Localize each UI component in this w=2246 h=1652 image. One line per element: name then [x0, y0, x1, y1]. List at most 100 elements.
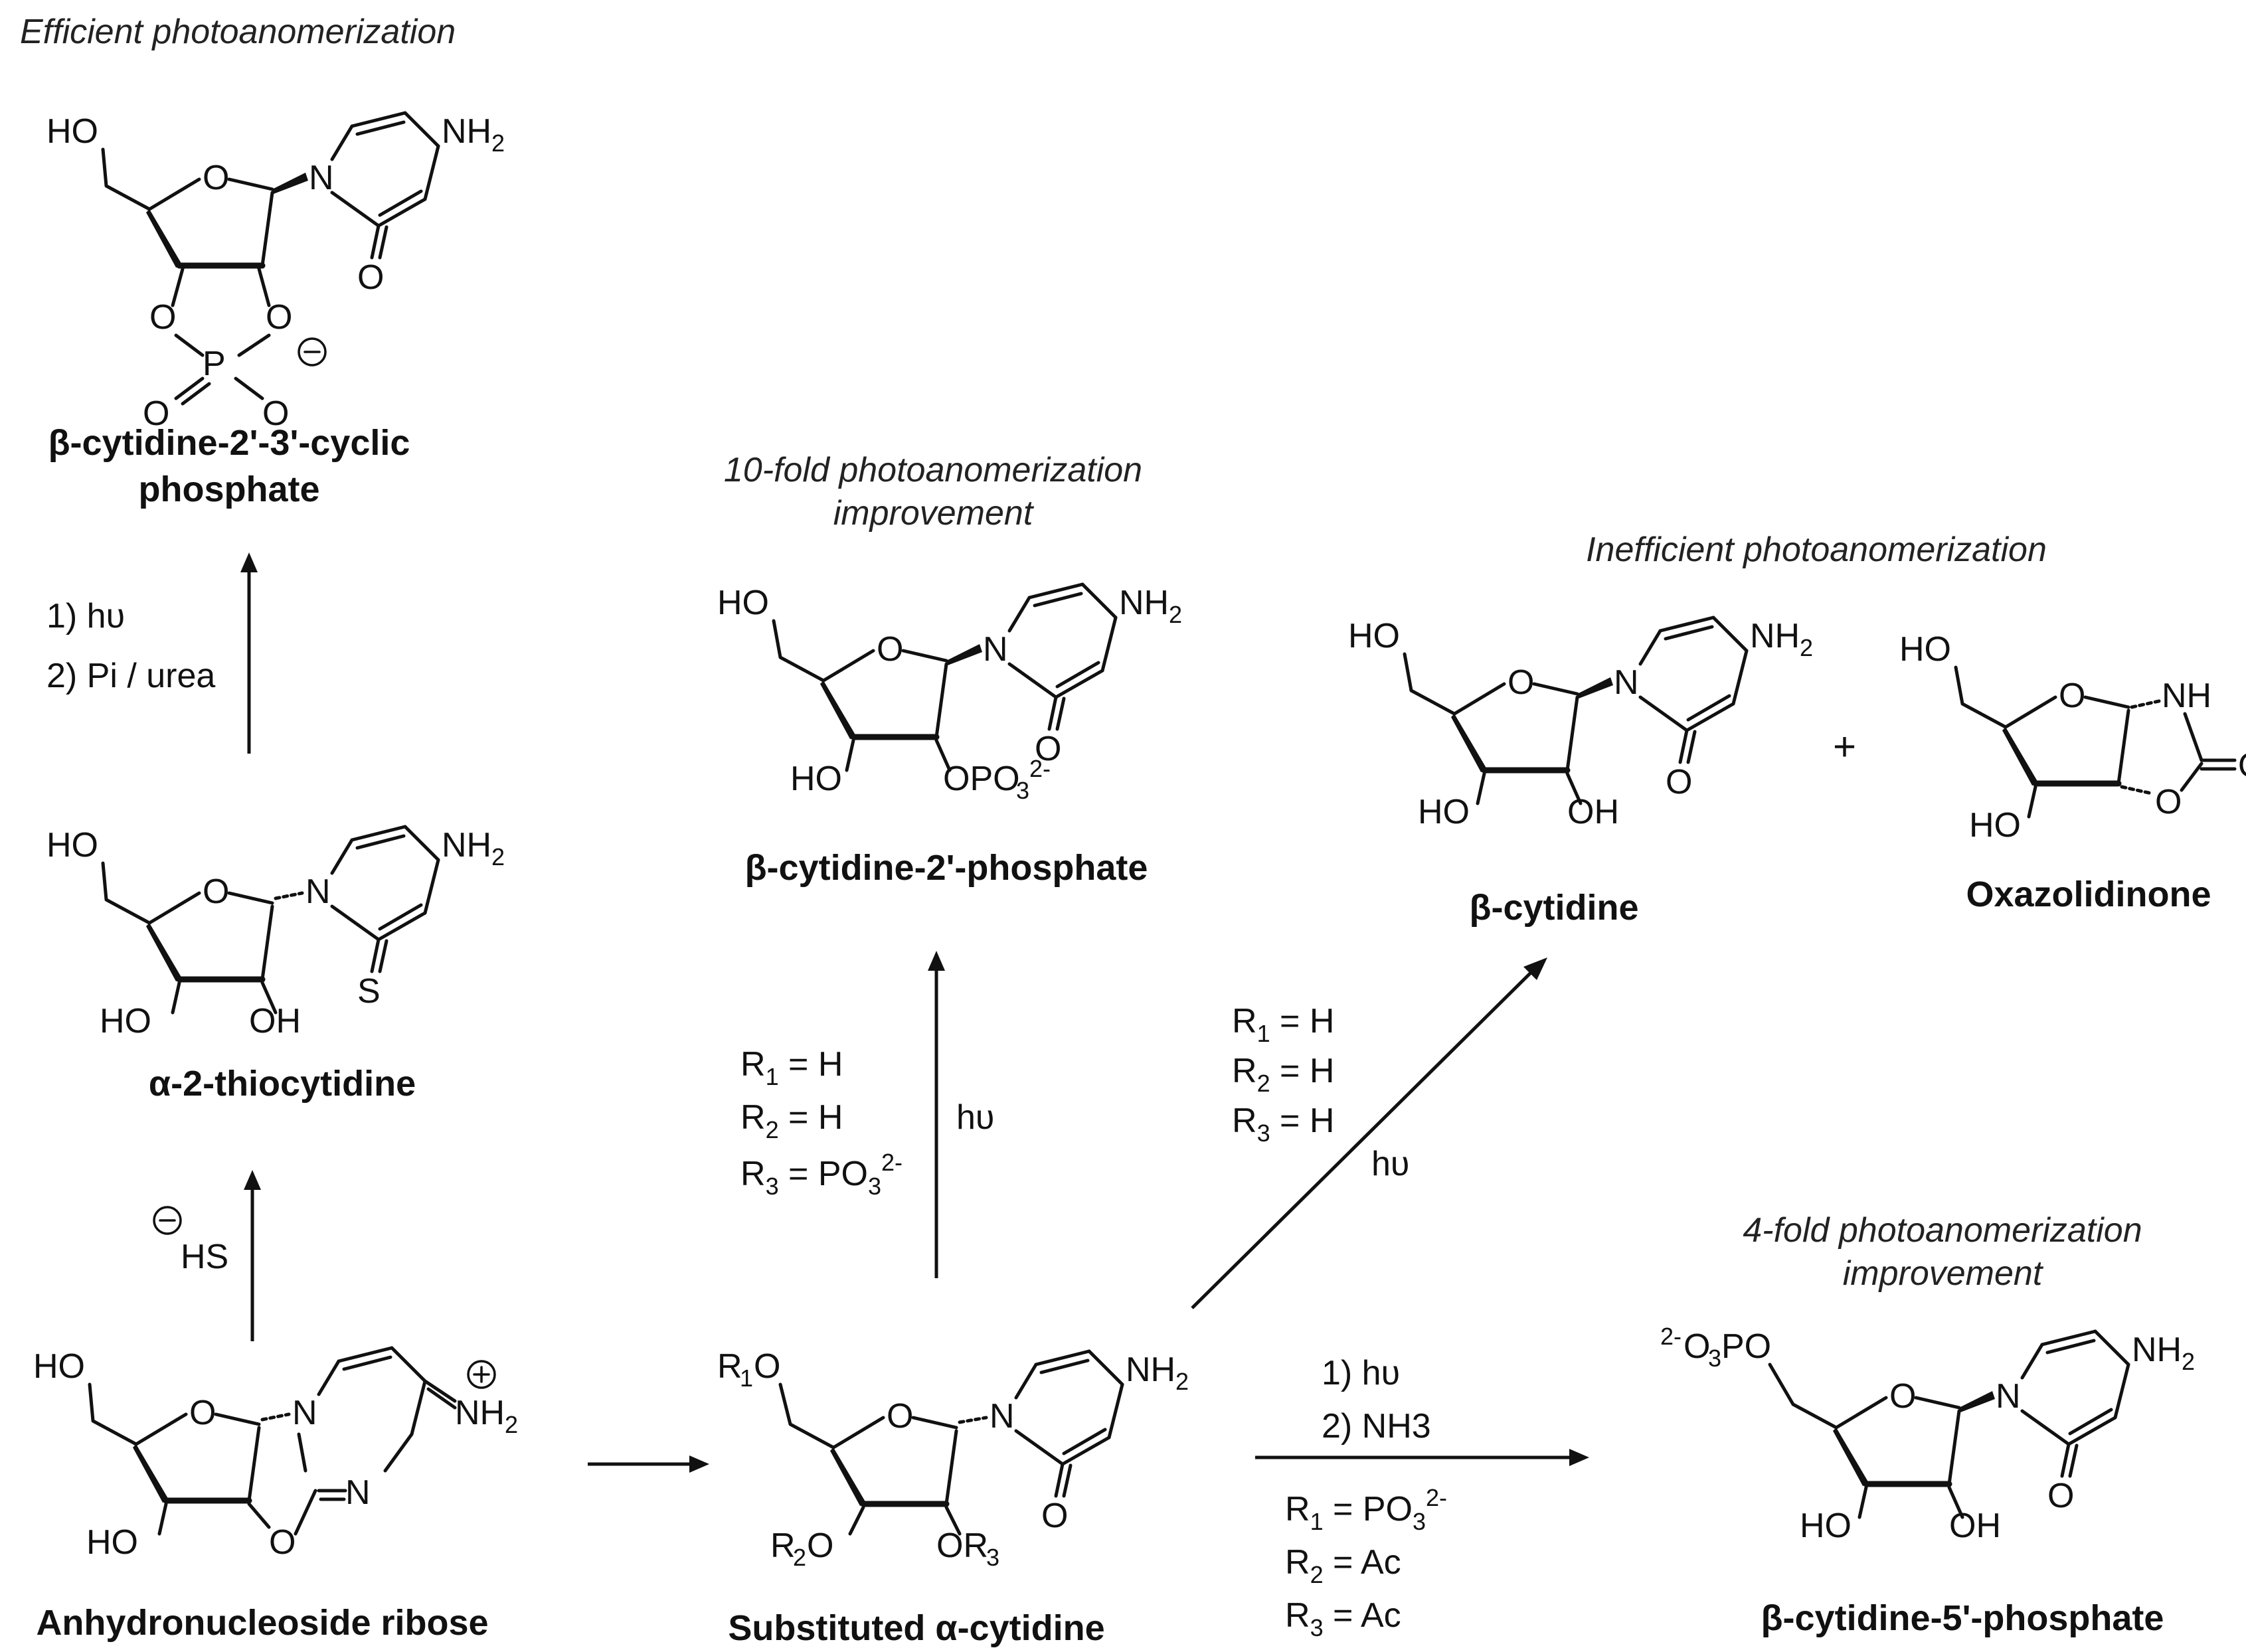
- svg-text:OH: OH: [1949, 1507, 2001, 1545]
- svg-text:HO: HO: [717, 584, 769, 622]
- svg-text:2: 2: [1175, 1368, 1189, 1395]
- svg-text:NH: NH: [1750, 617, 1800, 655]
- label-cyclic-phosphate-line2: phosphate: [138, 469, 319, 509]
- svg-text:HO: HO: [1969, 806, 2021, 845]
- svg-text:S: S: [357, 972, 381, 1011]
- plus-sign: +: [1833, 724, 1856, 769]
- label-cytidine: β-cytidine: [1470, 888, 1639, 928]
- svg-text:N: N: [983, 630, 1008, 669]
- svg-text:HO: HO: [46, 112, 98, 151]
- svg-text:HO: HO: [790, 760, 842, 798]
- cond-two-phosphate-r-groups: R1 = H R2 = H R3 = PO32-: [740, 1045, 903, 1200]
- svg-text:N: N: [305, 872, 331, 911]
- arrowhead: [244, 1170, 261, 1190]
- svg-text:2: 2: [1169, 601, 1182, 628]
- svg-text:O: O: [2047, 1477, 2074, 1515]
- svg-text:2: 2: [2182, 1348, 2195, 1375]
- svg-text:R3 = Ac: R3 = Ac: [1285, 1596, 1401, 1641]
- svg-text:N: N: [292, 1394, 317, 1432]
- svg-text:N: N: [345, 1473, 371, 1512]
- svg-text:NH: NH: [2162, 677, 2211, 715]
- svg-text:O: O: [203, 159, 229, 197]
- svg-text:O: O: [1035, 730, 1061, 768]
- svg-text:O: O: [1889, 1377, 1916, 1416]
- svg-text:NH: NH: [455, 1394, 505, 1432]
- header-tenfold-line1: 10-fold photoanomerization: [724, 451, 1142, 489]
- label-oxazolidinone: Oxazolidinone: [1966, 874, 2211, 914]
- svg-text:2: 2: [491, 843, 505, 870]
- svg-text:O: O: [203, 872, 229, 911]
- svg-text:R1 = H: R1 = H: [740, 1045, 843, 1090]
- svg-text:N: N: [1614, 663, 1639, 702]
- svg-text:OPO: OPO: [943, 760, 1020, 798]
- svg-text:O: O: [2155, 783, 2182, 821]
- svg-text:HS: HS: [181, 1238, 228, 1276]
- svg-text:O: O: [262, 394, 289, 433]
- svg-text:O: O: [877, 630, 903, 669]
- svg-text:O: O: [269, 1523, 296, 1562]
- cond-hv-1: 1) hυ: [46, 597, 125, 635]
- header-fourfold-line1: 4-fold photoanomerization: [1743, 1211, 2142, 1250]
- svg-text:HO: HO: [1348, 617, 1400, 655]
- svg-text:O: O: [266, 298, 292, 337]
- label-thiocytidine: α-2-thiocytidine: [149, 1064, 416, 1104]
- svg-text:2: 2: [793, 1544, 806, 1571]
- svg-text:2-: 2-: [1660, 1323, 1682, 1350]
- cond-two-phosphate-hv: hυ: [956, 1098, 994, 1137]
- arrowhead: [928, 951, 945, 971]
- svg-text:O: O: [1508, 663, 1534, 702]
- svg-text:OR: OR: [936, 1527, 988, 1565]
- svg-text:R1 = H: R1 = H: [1232, 1002, 1334, 1047]
- cond-five-r-groups: R1 = PO32- R2 = Ac R3 = Ac: [1285, 1484, 1447, 1641]
- cond-cytidine-hv: hυ: [1371, 1145, 1409, 1183]
- svg-text:HO: HO: [1800, 1507, 1852, 1545]
- svg-text:3: 3: [1708, 1345, 1721, 1372]
- svg-text:NH: NH: [442, 112, 491, 151]
- svg-text:O: O: [2059, 677, 2085, 715]
- header-tenfold-line2: improvement: [833, 494, 1035, 533]
- svg-text:R2 = Ac: R2 = Ac: [1285, 1543, 1401, 1588]
- svg-text:N: N: [990, 1397, 1015, 1436]
- svg-text:R: R: [717, 1347, 742, 1386]
- svg-text:R: R: [770, 1527, 796, 1565]
- svg-text:N: N: [309, 159, 334, 197]
- svg-text:O: O: [1666, 763, 1692, 801]
- svg-text:3: 3: [1016, 777, 1029, 804]
- svg-text:HO: HO: [1418, 793, 1470, 831]
- svg-text:R2 = H: R2 = H: [740, 1098, 843, 1143]
- svg-text:OH: OH: [249, 1002, 301, 1040]
- svg-text:O: O: [807, 1527, 833, 1565]
- cond-cytidine-r-groups: R1 = H R2 = H R3 = H: [1232, 1002, 1334, 1147]
- arrowhead: [689, 1455, 709, 1473]
- svg-text:N: N: [1996, 1377, 2021, 1416]
- svg-text:O: O: [357, 258, 384, 297]
- svg-text:NH: NH: [1119, 584, 1169, 622]
- svg-text:OH: OH: [1567, 793, 1619, 831]
- svg-text:R3 = PO32-: R3 = PO32-: [740, 1149, 903, 1200]
- header-efficient: Efficient photoanomerization: [20, 13, 456, 51]
- svg-text:NH: NH: [442, 826, 491, 865]
- arrowhead: [1523, 957, 1547, 980]
- label-cyclic-phosphate-line1: β-cytidine-2'-3'-cyclic: [48, 423, 410, 463]
- header-fourfold-line2: improvement: [1843, 1254, 2044, 1293]
- cond-pi-urea: 2) Pi / urea: [46, 657, 215, 695]
- svg-text:2-: 2-: [1029, 755, 1051, 782]
- svg-text:1: 1: [740, 1364, 753, 1392]
- svg-text:O: O: [149, 298, 176, 337]
- svg-text:P: P: [203, 345, 226, 383]
- svg-text:O: O: [1041, 1497, 1068, 1535]
- svg-text:2: 2: [491, 129, 505, 157]
- svg-text:HO: HO: [1899, 630, 1951, 669]
- svg-text:3: 3: [986, 1544, 999, 1571]
- svg-text:NH: NH: [2132, 1331, 2182, 1369]
- svg-text:2: 2: [1800, 634, 1813, 661]
- arrowhead: [240, 552, 258, 572]
- svg-text:O: O: [2238, 746, 2246, 785]
